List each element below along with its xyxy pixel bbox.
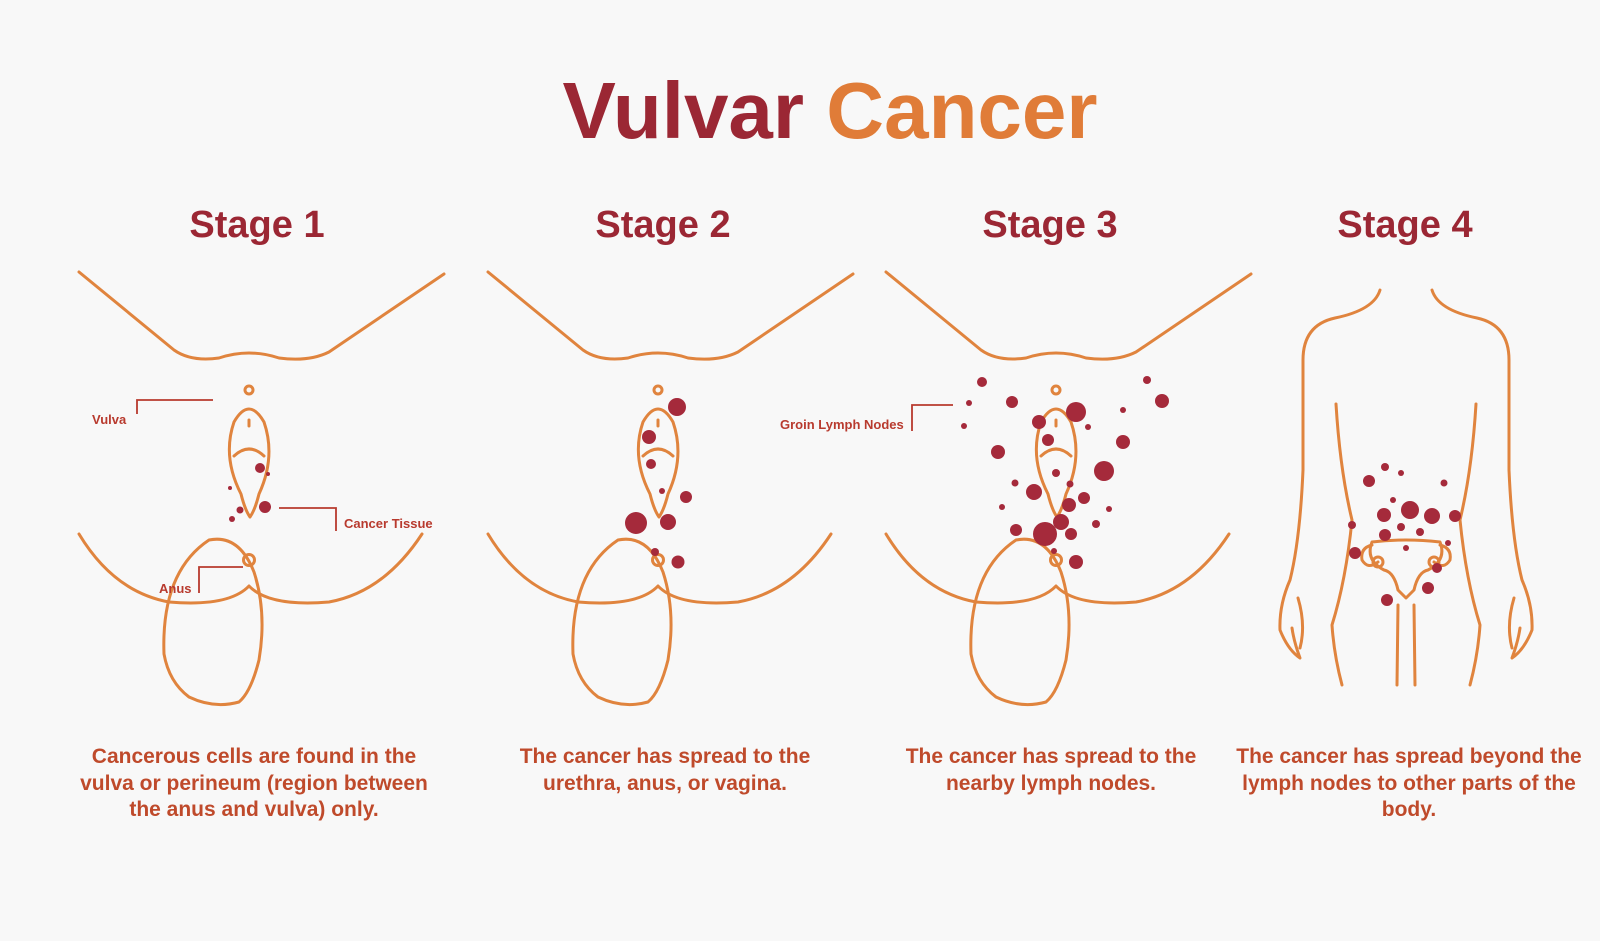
cancer-tissue-label: Cancer Tissue <box>344 516 433 531</box>
stage-4-heading: Stage 4 <box>1337 204 1473 246</box>
stage-1-heading: Stage 1 <box>189 204 325 246</box>
stage-4-diagram <box>1278 288 1534 687</box>
stage-3-diagram <box>884 270 1253 707</box>
vulva-label: Vulva <box>92 412 127 427</box>
groin-lymph-nodes-label: Groin Lymph Nodes <box>780 417 904 432</box>
title-word-vulvar: Vulvar <box>562 66 805 155</box>
stage-4-description: The cancer has spread beyond the lymph n… <box>1236 745 1582 821</box>
title-word-cancer: Cancer <box>826 66 1098 155</box>
page-title: Vulvar Cancer <box>0 66 1600 156</box>
stage-1-description: Cancerous cells are found in the vulva o… <box>80 745 428 821</box>
stage-2-heading: Stage 2 <box>595 204 731 246</box>
stage-2-description: The cancer has spread to the urethra, an… <box>519 745 811 795</box>
stage-3-heading: Stage 3 <box>982 204 1118 246</box>
stage-3-description: The cancer has spread to the nearby lymp… <box>905 745 1197 795</box>
anus-label: Anus <box>159 581 192 596</box>
stage-1-diagram <box>77 270 446 707</box>
stage-2-diagram <box>486 270 855 707</box>
